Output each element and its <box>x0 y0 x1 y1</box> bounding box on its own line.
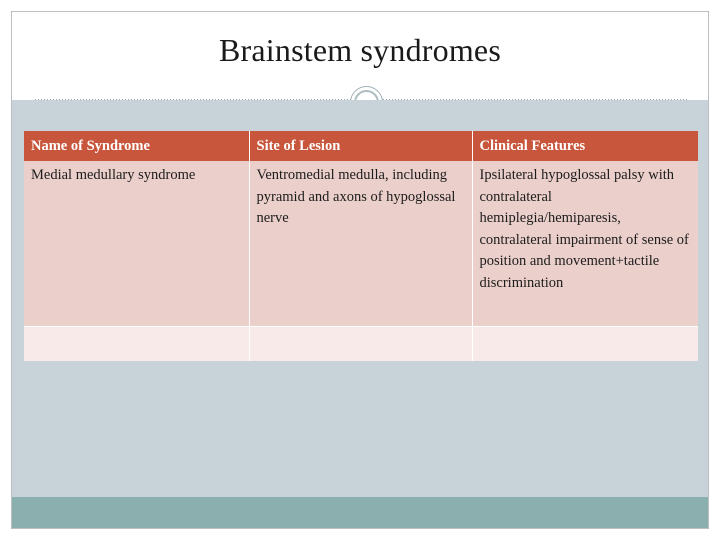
slide: Brainstem syndromes Name of Syndrome Sit… <box>11 11 709 529</box>
brainstem-syndromes-table: Name of Syndrome Site of Lesion Clinical… <box>24 131 698 361</box>
table-body: Medial medullary syndrome Ventromedial m… <box>24 161 698 361</box>
table-row <box>24 326 698 361</box>
column-header-clinical-features: Clinical Features <box>472 131 698 161</box>
table-row: Medial medullary syndrome Ventromedial m… <box>24 161 698 327</box>
cell-site-of-lesion: Ventromedial medulla, including pyramid … <box>249 161 473 327</box>
cell-site-of-lesion <box>249 326 473 361</box>
page-title: Brainstem syndromes <box>219 32 501 68</box>
cell-clinical-features: Ipsilateral hypoglossal palsy with contr… <box>472 161 698 327</box>
footer-accent-bar <box>12 497 708 528</box>
cell-name-of-syndrome <box>24 326 250 361</box>
slide-body: Name of Syndrome Site of Lesion Clinical… <box>12 100 708 499</box>
table-header-row: Name of Syndrome Site of Lesion Clinical… <box>24 131 698 161</box>
table-header: Name of Syndrome Site of Lesion Clinical… <box>24 131 698 161</box>
cell-name-of-syndrome: Medial medullary syndrome <box>24 161 250 327</box>
column-header-name-of-syndrome: Name of Syndrome <box>24 131 250 161</box>
cell-clinical-features <box>472 326 698 361</box>
title-band: Brainstem syndromes <box>12 12 708 99</box>
column-header-site-of-lesion: Site of Lesion <box>249 131 473 161</box>
